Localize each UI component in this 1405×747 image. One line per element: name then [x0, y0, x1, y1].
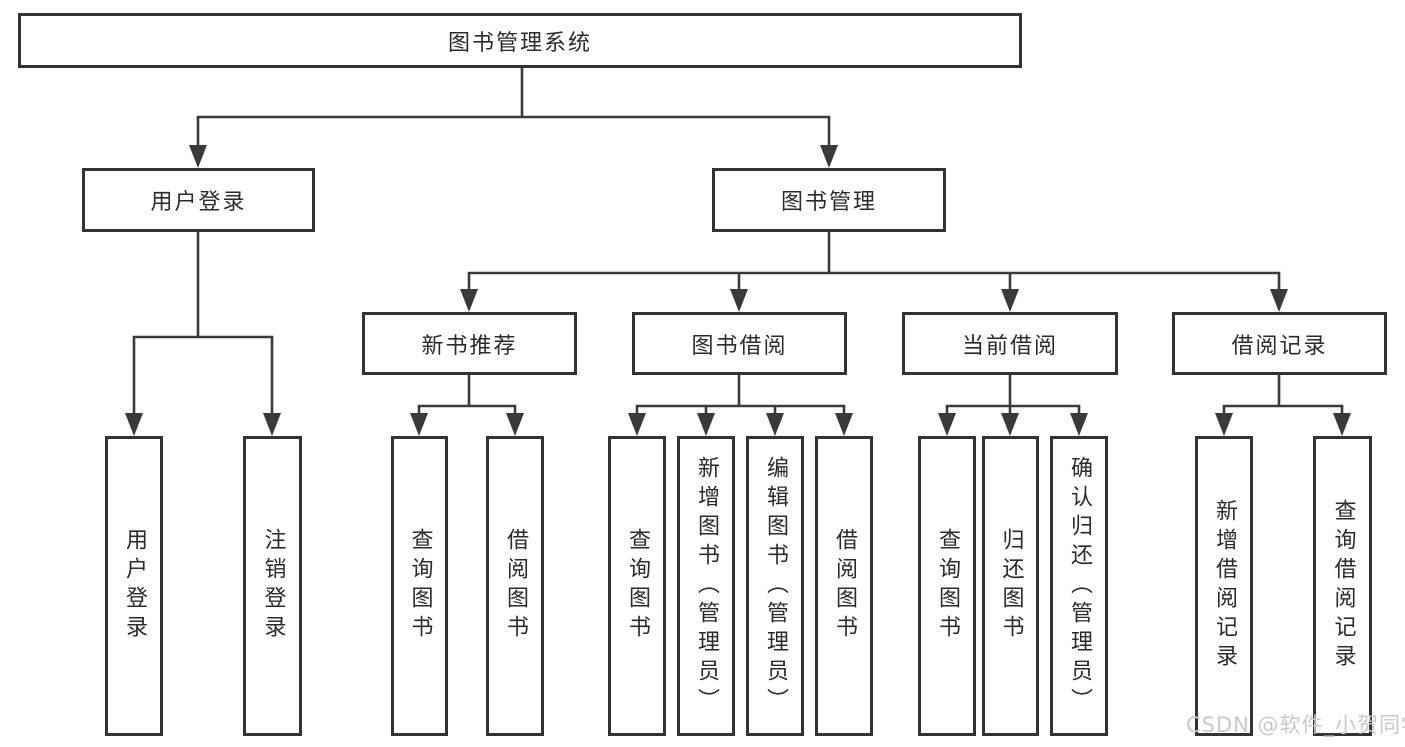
node-rec-query: 查询图书: [391, 436, 448, 736]
node-rec-borrow: 借阅图书: [486, 436, 544, 736]
node-records: 借阅记录: [1172, 312, 1387, 375]
node-label: 借阅图书: [503, 528, 528, 644]
node-label: 图书借阅: [691, 333, 788, 359]
node-borrow-borrow: 借阅图书: [815, 436, 873, 736]
node-root: 图书管理系统: [18, 13, 1022, 68]
node-login-user: 用户登录: [105, 436, 163, 736]
node-mgmt: 图书管理: [712, 168, 946, 232]
node-label: 归还图书: [998, 528, 1024, 644]
node-label: 当前借阅: [961, 333, 1058, 359]
node-label: 编辑图书（管理员）: [763, 455, 788, 717]
node-label: 查询借阅记录: [1330, 499, 1356, 673]
node-label: 注销登录: [260, 528, 286, 644]
node-label: 查询图书: [935, 528, 960, 644]
node-cur-return: 归还图书: [982, 436, 1039, 736]
node-label: 图书管理: [780, 190, 877, 215]
watermark-text: CSDN @软件_小贺同学: [1186, 713, 1405, 737]
node-login-logout: 注销登录: [243, 436, 302, 736]
node-reco-add: 新增借阅记录: [1195, 436, 1253, 736]
node-rec: 新书推荐: [362, 312, 577, 375]
node-label: 查询图书: [407, 528, 433, 644]
node-label: 借阅图书: [832, 528, 857, 644]
node-cur-confirm: 确认归还（管理员）: [1050, 436, 1108, 736]
node-borrow: 图书借阅: [632, 312, 847, 375]
node-label: 用户登录: [150, 190, 247, 215]
node-label: 用户登录: [122, 528, 147, 644]
node-borrow-add: 新增图书（管理员）: [677, 436, 735, 736]
node-label: 新书推荐: [421, 333, 518, 359]
node-label: 新增借阅记录: [1212, 499, 1237, 673]
node-label: 图书管理系统: [447, 30, 592, 56]
node-label: 查询图书: [625, 528, 650, 644]
node-cur-query: 查询图书: [918, 436, 976, 736]
node-reco-query: 查询借阅记录: [1313, 436, 1372, 736]
node-login: 用户登录: [82, 168, 315, 232]
node-label: 确认归还（管理员）: [1067, 455, 1092, 717]
node-borrow-query: 查询图书: [608, 436, 666, 736]
node-label: 借阅记录: [1231, 333, 1328, 359]
node-borrow-edit: 编辑图书（管理员）: [746, 436, 804, 736]
node-label: 新增图书（管理员）: [694, 455, 719, 717]
node-current: 当前借阅: [902, 312, 1118, 375]
